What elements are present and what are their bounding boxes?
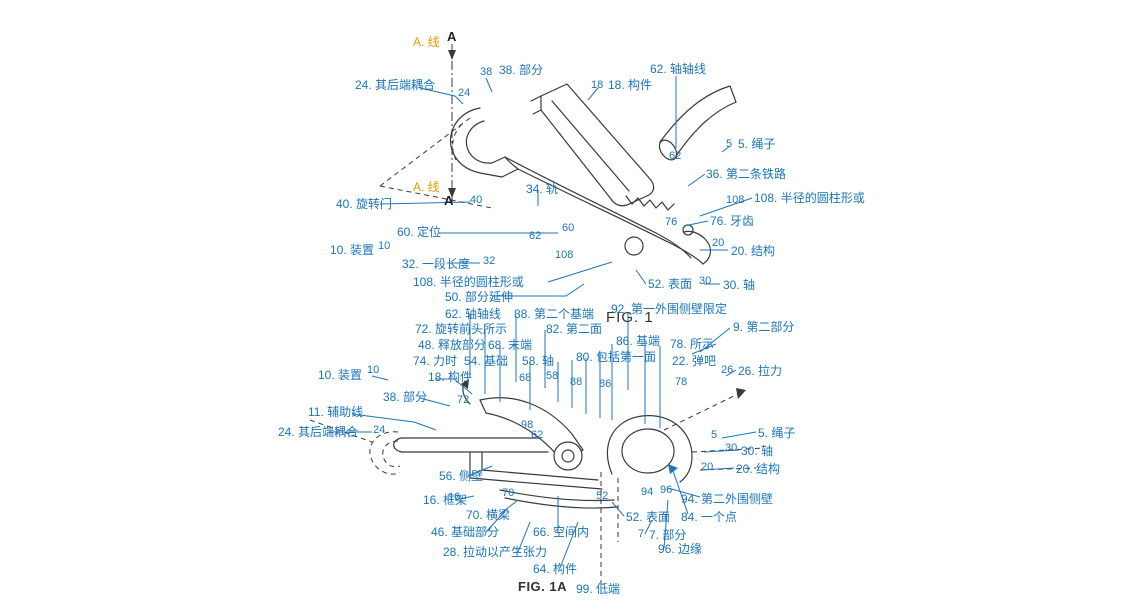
figure-label: 20. 结构: [731, 245, 775, 257]
figure-label: 54. 基础: [464, 355, 508, 367]
figure-label: 18: [591, 80, 603, 91]
figure-label: 108: [726, 195, 744, 206]
figure-label: 40. 旋转门: [336, 198, 392, 210]
figure-label: A. 线: [413, 181, 440, 193]
figure-label: 88. 第二个基端: [514, 308, 594, 320]
figure-label: 10: [378, 241, 390, 252]
figure-label: 78: [675, 377, 687, 388]
figure-label: 52: [596, 491, 608, 502]
figure-label: 28. 拉动以产生张力: [443, 546, 547, 558]
figure-label: 62: [669, 151, 681, 162]
figure-caption: FIG. 1A: [518, 580, 567, 593]
figure-label: 46. 基础部分: [431, 526, 499, 538]
figure-label: 30. 轴: [723, 279, 755, 291]
figure-label: 72. 旋转前头所示: [415, 323, 507, 335]
figure-label: 86. 基端: [616, 335, 660, 347]
figure-label: 20: [712, 238, 724, 249]
figure-label: 58: [546, 371, 558, 382]
figure-label: 84. 一个点: [681, 511, 737, 523]
figure-label: 24. 其后端耦合: [278, 426, 358, 438]
figure-label: 38: [480, 67, 492, 78]
figure-label: 5. 绳子: [758, 427, 795, 439]
figure-label: 5: [726, 139, 732, 150]
figure-label: 30: [725, 443, 737, 454]
figure-label: 48. 释放部分: [418, 339, 486, 351]
figure-label: 38. 部分: [383, 391, 427, 403]
figure-label: 7. 部分: [649, 529, 686, 541]
figure-label: 26. 拉力: [738, 365, 782, 377]
figure-label: 7: [638, 529, 644, 540]
figure-label: 20. 结构: [736, 463, 780, 475]
figure-label: A: [444, 194, 453, 207]
figure-label: 92. 第一外围侧壁限定: [611, 303, 727, 315]
figure-label: 11. 辅助线: [308, 406, 363, 418]
figure-label: 38. 部分: [499, 64, 543, 76]
figure-label: 10. 装置: [330, 244, 374, 256]
figure-label: 56. 侧壁: [439, 470, 483, 482]
figure-label: 88: [570, 377, 582, 388]
figure-label: 62: [529, 231, 541, 242]
figure-label: 5. 绳子: [738, 138, 775, 150]
figure-label: 76: [665, 217, 677, 228]
figure-label: 72: [457, 395, 469, 406]
figure-label: 64. 构件: [533, 563, 577, 575]
figure-label: 60. 定位: [397, 226, 441, 238]
figure-label: 82. 第二面: [546, 323, 602, 335]
figure-label: 18. 构件: [428, 371, 472, 383]
figure-label: 24: [373, 425, 385, 436]
figure-label: 99. 低端: [576, 583, 620, 595]
figure-label: 50. 部分延伸: [445, 291, 513, 303]
figure-label: 62. 轴轴线: [650, 63, 706, 75]
figure-label: 10: [367, 365, 379, 376]
figure-label: 22. 弹吧: [672, 355, 716, 367]
figure-label: 16: [448, 492, 460, 503]
figure-label: 96: [660, 485, 672, 496]
figure-label: 60: [562, 223, 574, 234]
figure-label: 94: [641, 487, 653, 498]
figure-label: 68. 末端: [488, 339, 532, 351]
figure-label: 80. 包括第一面: [576, 351, 656, 363]
figure-label: 108. 半径的圆柱形或: [413, 276, 524, 288]
figure-label: 24: [458, 88, 470, 99]
figure-label: 68: [519, 373, 531, 384]
figure-label: A. 线: [413, 36, 440, 48]
figure-label: 40: [470, 195, 482, 206]
figure-label: 16. 框架: [423, 494, 467, 506]
figure-label: 70: [502, 488, 514, 499]
figure-label: 52. 表面: [648, 278, 692, 290]
figure-label: 20: [701, 462, 713, 473]
figure-label: 66. 空间内: [533, 526, 589, 538]
figure-label: 108: [555, 250, 573, 261]
figure-label: 78. 所示: [670, 338, 714, 350]
figure-label: 76. 牙齿: [710, 215, 754, 227]
figure-label: 108. 半径的圆柱形或: [754, 192, 865, 204]
figure-label: 9. 第二部分: [733, 321, 794, 333]
figure-label: 94. 第二外围侧壁: [681, 493, 773, 505]
figure-label: 5: [711, 430, 717, 441]
figure-label: 34. 轨: [526, 183, 558, 195]
figure-label: 36. 第二条铁路: [706, 168, 786, 180]
figure-label: 10. 装置: [318, 369, 362, 381]
figure-label: 74. 力时: [413, 355, 457, 367]
figure-label: 62: [531, 430, 543, 441]
figure-label: 52. 表面: [626, 511, 670, 523]
figure-label: 58. 轴: [522, 355, 554, 367]
figure-label: 32. 一段长度: [402, 258, 470, 270]
figure-label: 86: [599, 379, 611, 390]
figure-label: A: [447, 30, 456, 43]
figure-label: 62. 轴轴线: [445, 308, 501, 320]
figure-label: 26: [721, 365, 733, 376]
figure-label: 96. 边缘: [658, 543, 702, 555]
figure-label: 30. 轴: [741, 445, 773, 457]
figure-label: 18. 构件: [608, 79, 652, 91]
figure-label: 24. 其后端耦合: [355, 79, 435, 91]
figure-label: 30: [699, 276, 711, 287]
figure-label: 32: [483, 256, 495, 267]
figure-label: 70. 横梁: [466, 509, 510, 521]
